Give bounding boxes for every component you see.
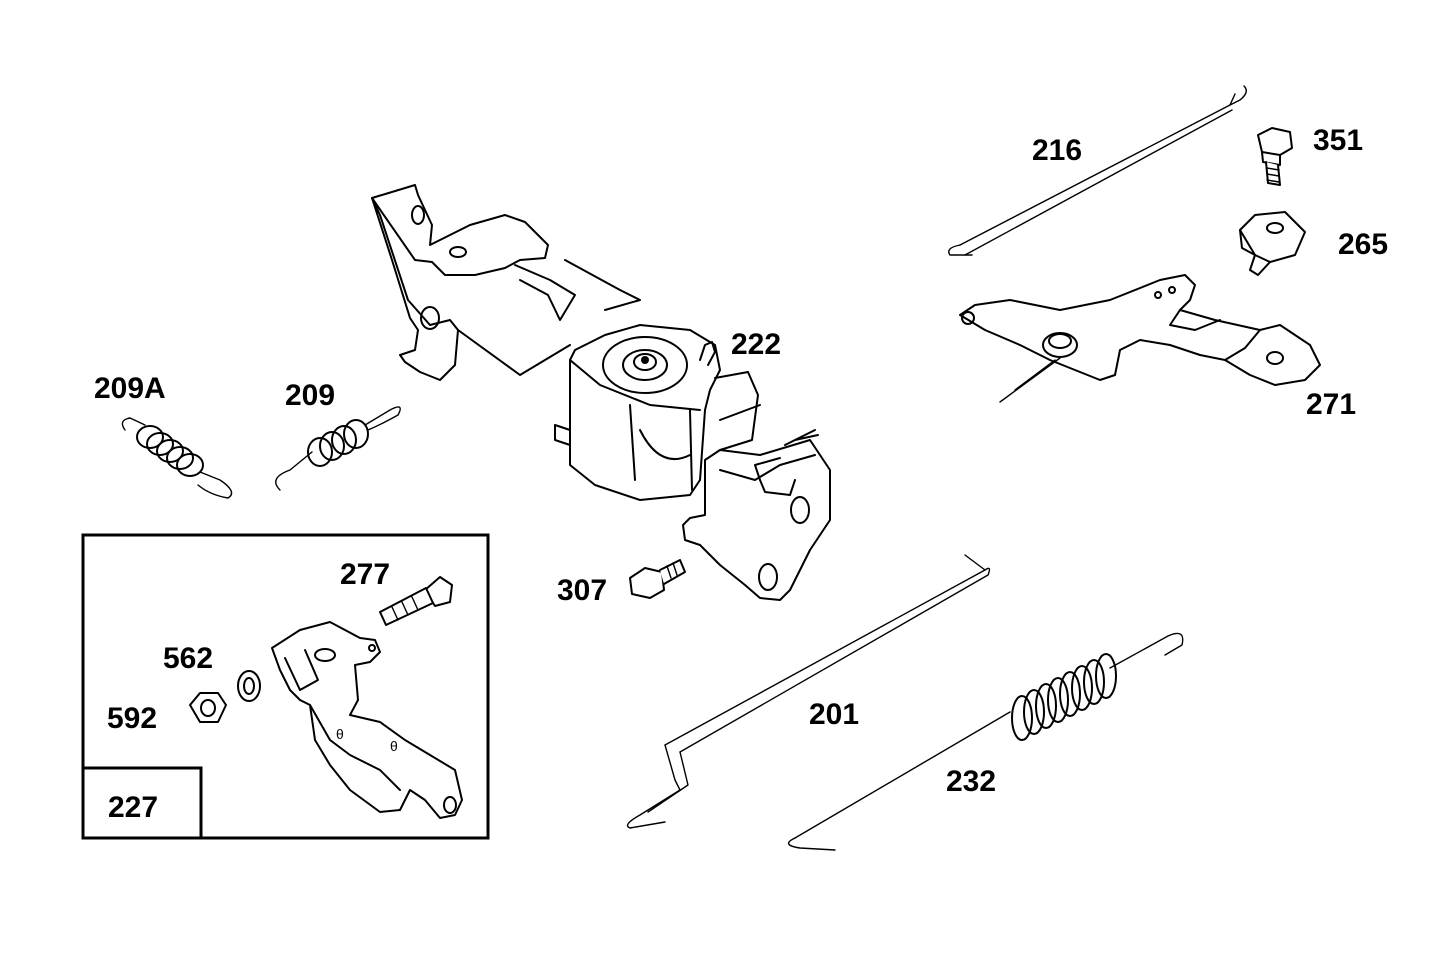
label-307: 307 <box>557 574 607 607</box>
label-271: 271 <box>1306 388 1356 421</box>
bolt-307 <box>629 559 686 599</box>
label-351: 351 <box>1313 124 1363 157</box>
inset-box-227: θ θ <box>81 533 490 840</box>
link-rod-216 <box>948 85 1247 256</box>
label-232: 232 <box>946 765 996 798</box>
label-222: 222 <box>731 328 781 361</box>
svg-text:θ: θ <box>336 726 344 742</box>
control-lever-227: θ θ <box>271 621 463 819</box>
label-201: 201 <box>809 698 859 731</box>
link-rod-201 <box>626 554 991 829</box>
label-209: 209 <box>285 379 335 412</box>
clip-265 <box>1239 211 1306 276</box>
bolt-277 <box>379 576 453 626</box>
nut-592 <box>189 692 227 723</box>
spring-209 <box>275 406 401 491</box>
label-592: 592 <box>107 702 157 735</box>
label-562: 562 <box>163 642 213 675</box>
callout-labels: 216 351 265 271 222 209A 209 277 307 562… <box>94 124 1388 824</box>
label-216: 216 <box>1032 134 1082 167</box>
spring-209a <box>121 417 233 499</box>
lever-bracket-271 <box>959 274 1321 403</box>
bolt-351 <box>1257 127 1293 186</box>
label-265: 265 <box>1338 228 1388 261</box>
label-227: 227 <box>108 791 158 824</box>
label-209a: 209A <box>94 372 166 405</box>
label-277: 277 <box>340 558 390 591</box>
svg-text:θ: θ <box>390 738 398 754</box>
spring-232 <box>787 632 1184 851</box>
main-control-bracket <box>371 184 831 601</box>
washer-562 <box>237 670 261 702</box>
